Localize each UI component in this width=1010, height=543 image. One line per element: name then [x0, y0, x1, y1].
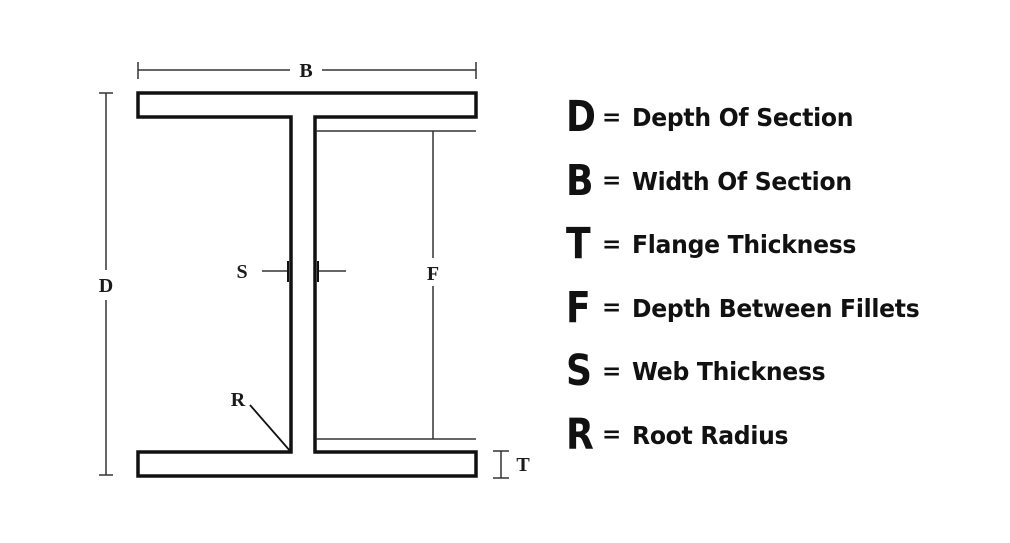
legend: D = Depth Of Section B = Width Of Sectio… — [566, 86, 986, 467]
legend-row-b: B = Width Of Section — [566, 150, 986, 214]
legend-equals: = — [602, 295, 622, 322]
label-t: T — [516, 454, 530, 476]
legend-description: Depth Of Section — [632, 103, 854, 133]
label-b: B — [299, 60, 312, 82]
legend-row-f: F = Depth Between Fillets — [566, 277, 986, 341]
legend-equals: = — [602, 231, 622, 258]
label-r: R — [231, 389, 246, 411]
label-s: S — [236, 261, 247, 283]
legend-equals: = — [602, 422, 622, 449]
legend-letter: B — [566, 155, 594, 206]
legend-letter: D — [566, 92, 596, 143]
legend-row-r: R = Root Radius — [566, 404, 986, 468]
legend-description: Depth Between Fillets — [632, 293, 920, 323]
legend-equals: = — [602, 168, 622, 195]
legend-row-s: S = Web Thickness — [566, 340, 986, 404]
legend-description: Flange Thickness — [632, 230, 857, 260]
depth-dimension — [99, 92, 113, 476]
i-beam-outline — [136, 91, 478, 478]
legend-description: Web Thickness — [632, 357, 826, 387]
legend-description: Width Of Section — [632, 166, 852, 196]
legend-equals: = — [602, 104, 622, 131]
flange-thickness-dimension — [493, 450, 509, 479]
label-d: D — [99, 275, 113, 297]
legend-description: Root Radius — [632, 420, 789, 450]
legend-letter: R — [566, 409, 594, 460]
label-f: F — [427, 263, 439, 285]
legend-row-d: D = Depth Of Section — [566, 86, 986, 150]
root-radius-leader — [249, 404, 292, 453]
legend-row-t: T = Flange Thickness — [566, 213, 986, 277]
legend-letter: T — [566, 219, 591, 270]
width-dimension — [137, 62, 477, 79]
legend-letter: F — [566, 282, 591, 333]
legend-letter: S — [566, 346, 593, 397]
legend-equals: = — [602, 358, 622, 385]
web-thickness-dimension — [262, 261, 346, 282]
